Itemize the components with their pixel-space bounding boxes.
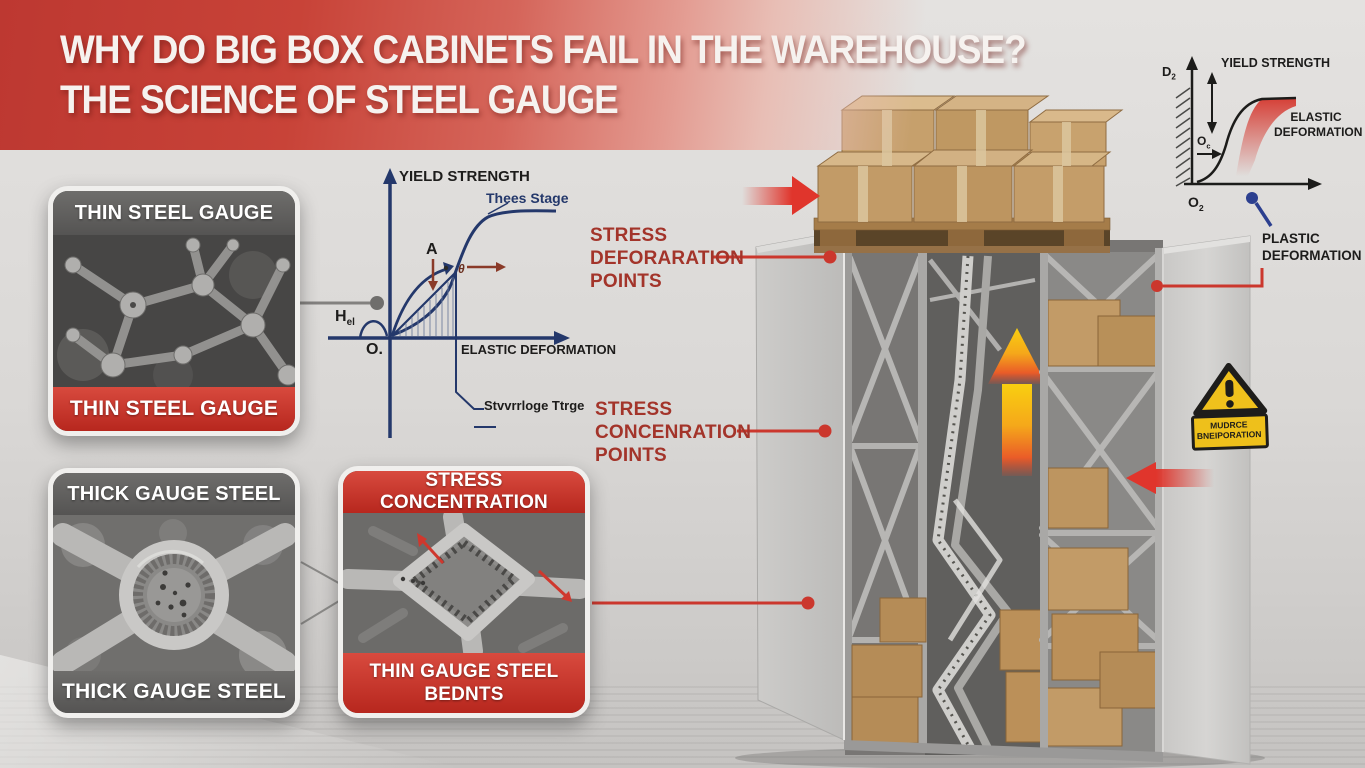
callout-connectors bbox=[592, 250, 1264, 610]
mini-chart-plastic-label: PLASTIC DEFORMATION bbox=[1262, 231, 1362, 263]
mini-chart-oc-label: Oc bbox=[1197, 134, 1211, 151]
callout-stress-concentration-points: STRESS CONCENRATION POINTS bbox=[595, 398, 751, 467]
panel-stress-footer: THIN GAUGE STEEL BEDNTS bbox=[343, 653, 585, 713]
panel-thick-footer: THICK GAUGE STEEL bbox=[53, 671, 295, 713]
cabinet-right-bay bbox=[1039, 248, 1163, 758]
panel-thick-header: THICK GAUGE STEEL bbox=[53, 473, 295, 515]
main-chart-theta-label: θ bbox=[458, 262, 465, 276]
panel-thin-footer: THIN STEEL GAUGE bbox=[53, 387, 295, 431]
panel-stress-footer-line1: THIN GAUGE STEEL bbox=[369, 661, 559, 682]
cabinet-illustration bbox=[735, 230, 1265, 768]
main-chart-curve-label: Thees Stage bbox=[486, 190, 569, 206]
mini-chart-d-label: D2 bbox=[1162, 64, 1176, 82]
cabinet-left-bay bbox=[845, 250, 927, 750]
panel-thick-gauge-steel: THICK GAUGE STEEL bbox=[48, 468, 300, 718]
warning-plate bbox=[1190, 413, 1269, 451]
annotation-arrows bbox=[431, 259, 498, 283]
main-chart-point-a-label: A bbox=[426, 241, 438, 258]
oc-subscript: c bbox=[1206, 141, 1211, 151]
callout-line: POINTS bbox=[595, 445, 667, 466]
page-title-line2: THE SCIENCE OF STEEL GAUGE bbox=[60, 77, 619, 123]
main-chart-lower-label: Stvvrrloge Ttrge bbox=[484, 398, 585, 413]
panel-thin-steel-gauge: THIN STEEL GAUGE bbox=[48, 186, 300, 436]
hatch-wall bbox=[1175, 87, 1191, 187]
callout-line: DEFORARATION bbox=[590, 248, 745, 269]
push-left-arrow-icon bbox=[1126, 462, 1214, 494]
boxes-inside-left bbox=[851, 597, 927, 744]
callout-line: CONCENRATION bbox=[595, 422, 752, 443]
boxes-inside-right bbox=[1043, 299, 1159, 747]
thin-steel-micrograph bbox=[53, 235, 295, 387]
callout-line: POINTS bbox=[590, 271, 662, 292]
d-subscript: 2 bbox=[1171, 72, 1176, 82]
header-banner bbox=[0, 0, 1060, 150]
main-stress-strain-chart bbox=[298, 168, 570, 438]
pallet bbox=[813, 217, 1111, 253]
h-subscript: el bbox=[346, 317, 355, 329]
main-chart-x-axis-label: ELASTIC DEFORMATION bbox=[461, 342, 617, 357]
warning-sign bbox=[1190, 362, 1269, 451]
mini-chart-elastic-label: ELASTIC DEFORMATION bbox=[1274, 110, 1363, 139]
main-chart-yield-strength-label: YIELD STRENGTH bbox=[399, 168, 530, 185]
push-right-arrow-icon bbox=[742, 176, 820, 215]
plastic-deformation-dot bbox=[1246, 192, 1258, 204]
page-title-line1: WHY DO BIG BOX CABINETS FAIL IN THE WARE… bbox=[60, 28, 1027, 73]
magnifier-lines bbox=[300, 561, 345, 625]
mini-chart-o2-label: O2 bbox=[1188, 194, 1204, 213]
hatch-area bbox=[399, 277, 454, 336]
main-chart-origin-label: O. bbox=[366, 341, 383, 358]
thick-steel-micrograph bbox=[53, 515, 295, 671]
mini-chart-yield-strength-label: YIELD STRENGTH bbox=[1221, 56, 1331, 70]
micro-stress-arrows bbox=[419, 537, 569, 599]
main-chart-h-label: Hel bbox=[335, 308, 355, 329]
panel-thin-header: THIN STEEL GAUGE bbox=[53, 191, 295, 235]
o2-subscript: 2 bbox=[1198, 202, 1204, 213]
page-title: WHY DO BIG BOX CABINETS FAIL IN THE WARE… bbox=[60, 26, 1027, 126]
cabinet-left-door bbox=[755, 230, 845, 741]
callout-line: STRESS bbox=[595, 399, 673, 420]
panel-stress-header: STRESS CONCENTRATION bbox=[343, 471, 585, 513]
callout-stress-deformation-points: STRESS DEFORARATION POINTS bbox=[590, 224, 744, 293]
panel-stress-footer-line2: BEDNTS bbox=[424, 684, 504, 705]
warning-sign-text: MUDRCE BNEIPORATION bbox=[1196, 419, 1262, 442]
panel-stress-concentration: STRESS CONCENTRATION bbox=[338, 466, 590, 718]
cabinet-right-door bbox=[1162, 235, 1251, 765]
callout-line: STRESS bbox=[590, 225, 668, 246]
chart-link-dot bbox=[370, 296, 384, 310]
stress-concentration-micrograph bbox=[343, 513, 585, 653]
mini-stress-strain-chart bbox=[1175, 56, 1322, 227]
stress-up-arrow bbox=[988, 328, 1046, 476]
